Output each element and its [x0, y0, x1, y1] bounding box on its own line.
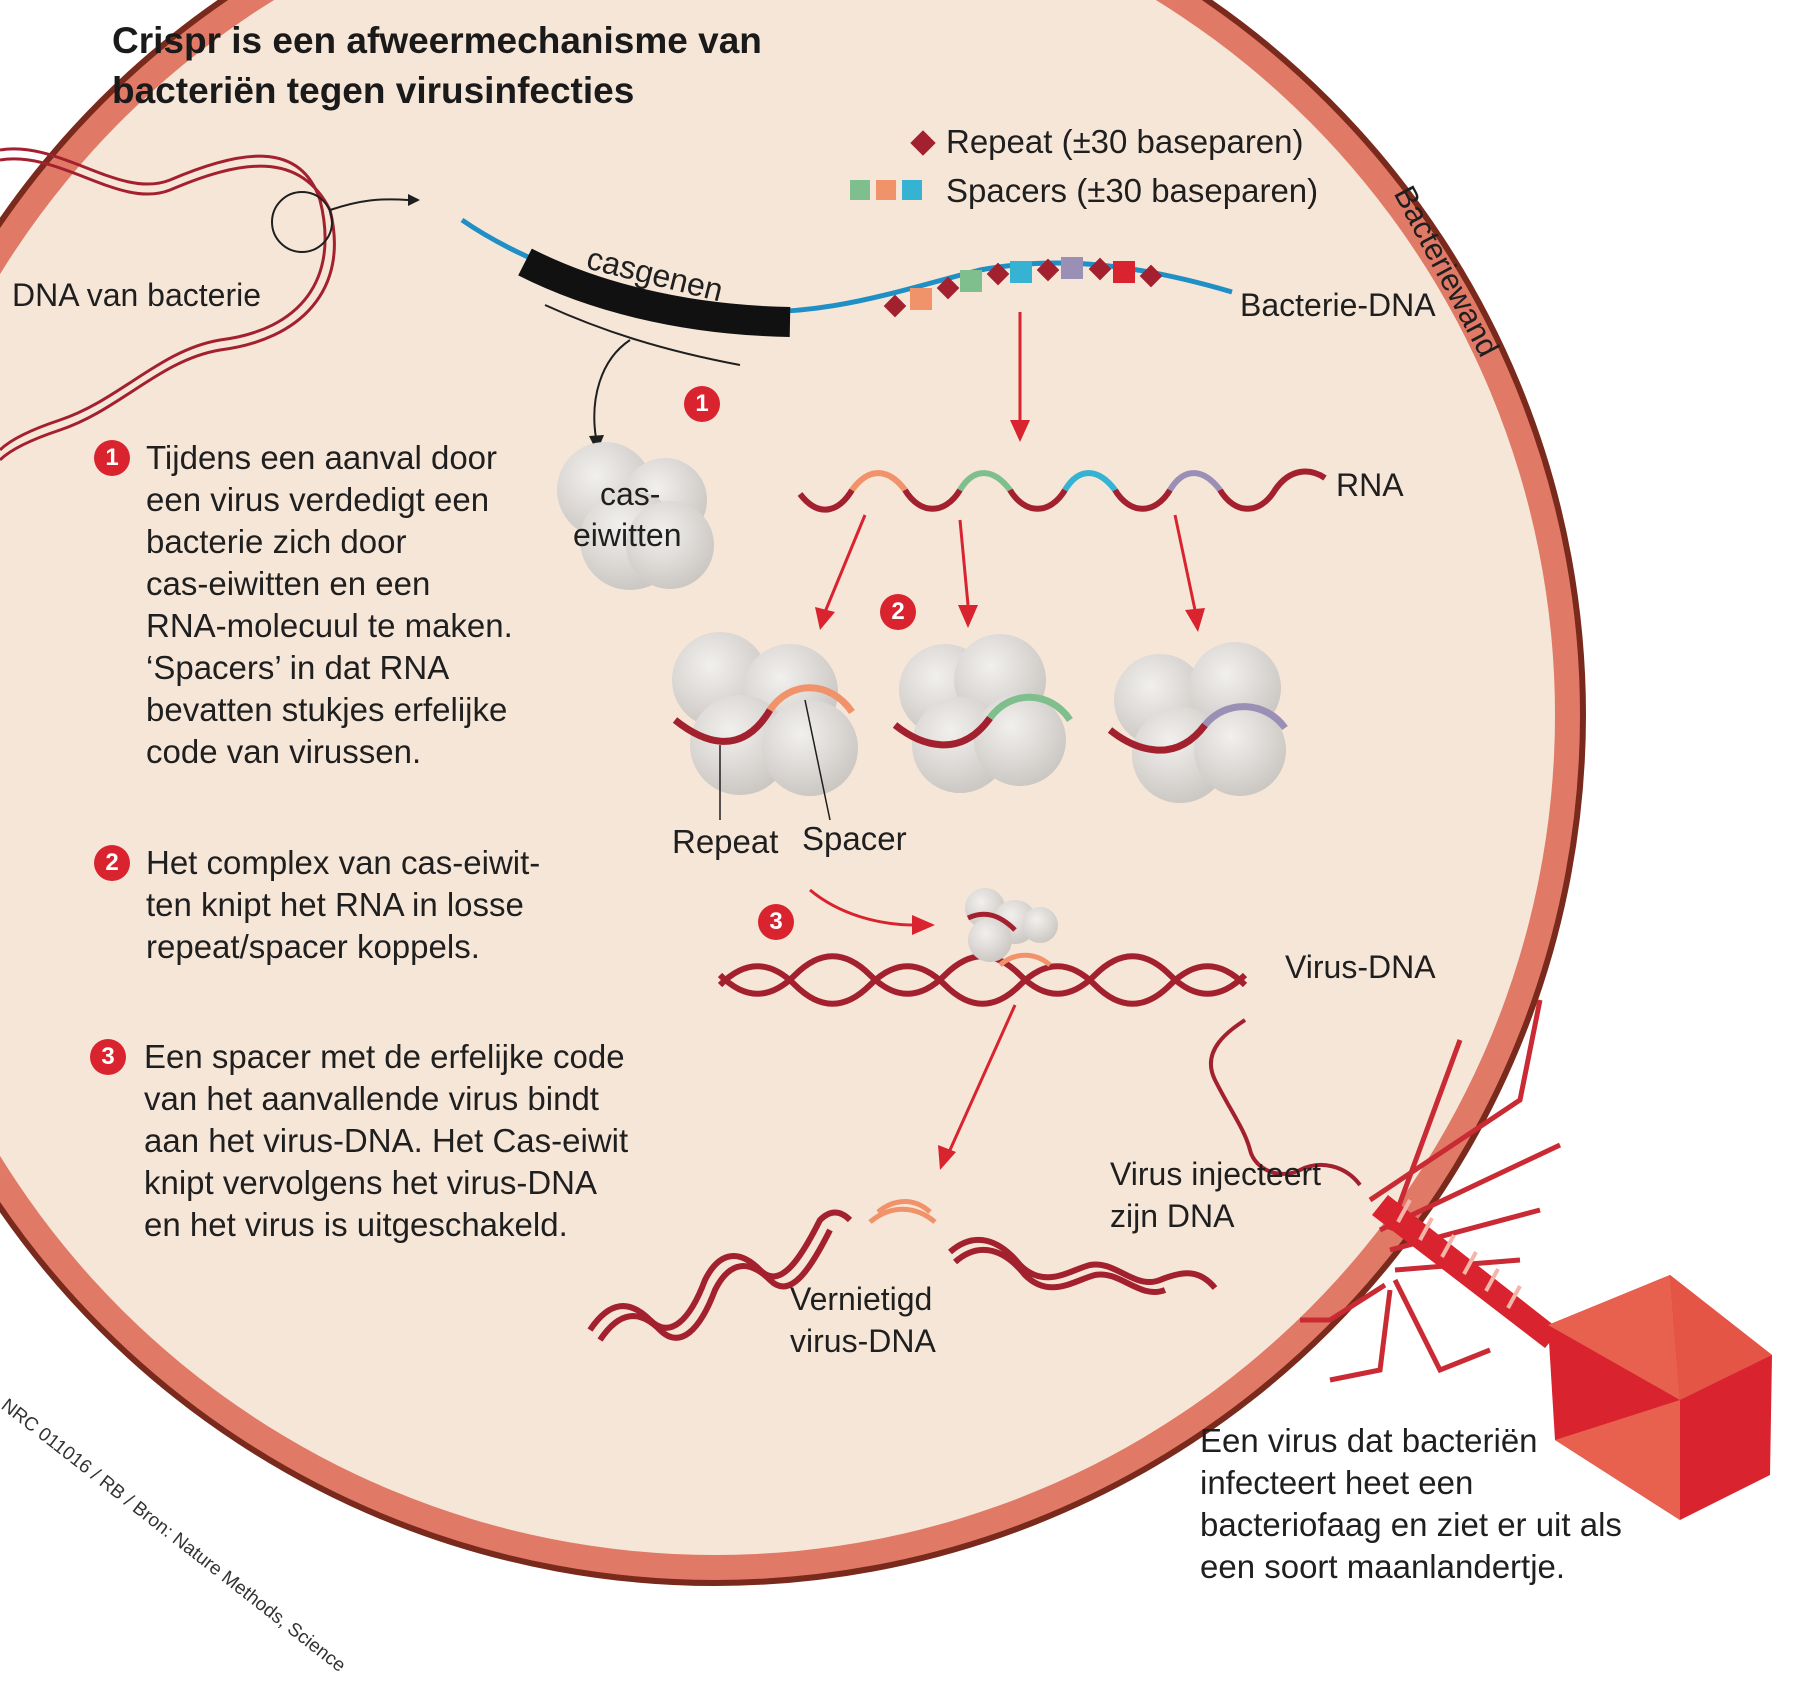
complex-2 — [892, 634, 1073, 793]
step-1-badge: 1 — [94, 440, 130, 476]
step-1: 1 Tijdens een aanval door een virus verd… — [94, 437, 574, 773]
rna-strand — [797, 468, 1327, 513]
complex-3 — [1107, 642, 1288, 803]
cut-arrows — [823, 514, 1197, 613]
bacteriophage — [1300, 999, 1772, 1520]
repeat-label: Repeat — [672, 823, 778, 860]
virus-injecteert-label-1: Virus injecteert — [1110, 1156, 1321, 1192]
step3-arrow-head — [912, 915, 935, 935]
repeat-marker — [936, 276, 960, 300]
repeat-marker — [1036, 258, 1060, 282]
page-title: Crispr is een afweermechanisme van bacte… — [112, 20, 762, 111]
step-2: 2 Het complex van cas-eiwit- ten knipt h… — [94, 842, 574, 968]
repeat-marker — [1139, 264, 1163, 288]
zoom-marker — [271, 191, 420, 253]
cas-arrow — [593, 339, 631, 439]
legend-repeat-symbol — [910, 130, 936, 156]
legend-spacer-orange — [876, 180, 896, 200]
destroyed-dna — [587, 1209, 1218, 1342]
step-3-text: Een spacer met de erfelijke code van het… — [144, 1038, 629, 1243]
injected-dna — [1208, 1018, 1362, 1187]
step-1-text: Tijdens een aanval door een virus verded… — [146, 439, 513, 770]
crispr-array — [883, 257, 1163, 318]
spacer-marker — [1010, 261, 1032, 283]
cas-protein-cluster — [557, 442, 714, 590]
badge-step-1-diagram: 1 — [684, 386, 720, 422]
step-3: 3 Een spacer met de erfelijke code van h… — [90, 1036, 650, 1246]
spacer-marker — [1061, 257, 1083, 279]
phage-description: Een virus dat bacteriën infecteert heet … — [1200, 1422, 1622, 1585]
virus-dna-label: Virus-DNA — [1285, 949, 1436, 985]
step-3-badge: 3 — [90, 1039, 126, 1075]
rna-label: RNA — [1336, 467, 1404, 503]
arrow-to-destroyed — [948, 1004, 1017, 1151]
legend-spacer-green — [850, 180, 870, 200]
legend — [850, 130, 936, 200]
cas-eiwitten-label-2: eiwitten — [573, 517, 682, 553]
badge-step-2-diagram: 2 — [880, 594, 916, 630]
dna-van-bacterie-label: DNA van bacterie — [12, 277, 261, 313]
step-2-text: Het complex van cas-eiwit- ten knipt het… — [146, 844, 541, 965]
bound-complex — [965, 888, 1058, 967]
repeat-marker — [1088, 257, 1112, 281]
bacterie-dna-label: Bacterie-DNA — [1240, 287, 1436, 323]
spacer-marker — [960, 270, 982, 292]
badge-step-3-diagram: 3 — [758, 904, 794, 940]
step3-arrow — [809, 888, 916, 927]
arrow-to-rna-head — [1010, 420, 1030, 442]
vernietigd-label-2: virus-DNA — [790, 1323, 936, 1359]
legend-spacers-label: Spacers (±30 baseparen) — [946, 172, 1318, 209]
spacer-marker — [1113, 261, 1135, 283]
step-2-badge: 2 — [94, 845, 130, 881]
repeat-marker — [986, 262, 1010, 286]
bacterial-chromosome — [0, 147, 336, 462]
repeat-marker — [883, 294, 907, 318]
casgenen-block — [518, 248, 791, 337]
vernietigd-label-1: Vernietigd — [790, 1281, 932, 1317]
cas-eiwitten-label-1: cas- — [600, 476, 660, 512]
crispr-diagram: Repeat (±30 baseparen) Spacers (±30 base… — [0, 0, 1772, 1586]
complex-1 — [672, 632, 858, 821]
legend-spacer-blue — [902, 180, 922, 200]
spacer-fragment — [868, 1199, 937, 1224]
legend-repeat-label: Repeat (±30 baseparen) — [946, 123, 1304, 160]
virus-injecteert-label-2: zijn DNA — [1110, 1198, 1235, 1234]
arrow-to-destroyed-head — [938, 1145, 956, 1170]
cut-arrow-heads — [815, 605, 1205, 632]
spacer-marker — [910, 288, 932, 310]
spacer-label: Spacer — [802, 820, 907, 857]
casgenen-brace — [544, 304, 741, 366]
